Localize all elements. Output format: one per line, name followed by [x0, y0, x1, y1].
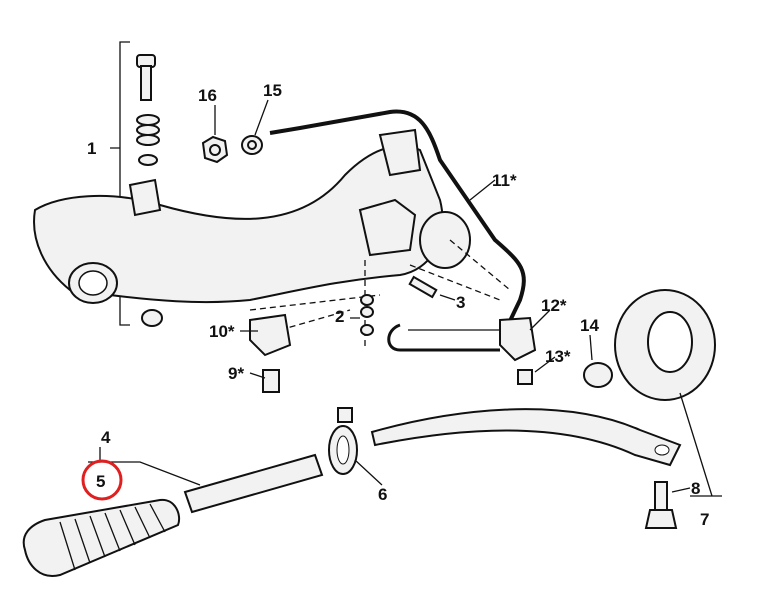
springs-2 — [360, 294, 374, 336]
label-4: 4 — [101, 428, 111, 447]
pin-3 — [408, 275, 438, 299]
label-10: 10* — [209, 322, 235, 341]
label-2: 2 — [335, 307, 344, 326]
label-15: 15 — [263, 81, 282, 100]
label-13: 13* — [545, 347, 571, 366]
highlight-circle — [81, 459, 123, 501]
throttle-cable — [269, 109, 526, 352]
label-7: 7 — [700, 510, 709, 529]
label-14: 14 — [580, 316, 599, 335]
label-16: 16 — [198, 86, 217, 105]
tiller-link — [370, 408, 682, 467]
screw-stack — [136, 54, 163, 327]
label-6: 6 — [378, 485, 387, 504]
screw-8 — [644, 481, 678, 529]
clip-12 — [499, 316, 537, 362]
control-arm — [33, 128, 471, 304]
label-9: 9* — [228, 364, 244, 383]
label-3: 3 — [456, 293, 465, 312]
knob-14 — [583, 362, 613, 388]
nut-15 — [241, 135, 263, 155]
rod-4 — [183, 453, 324, 514]
screw-9 — [262, 369, 280, 393]
label-1: 1 — [87, 139, 96, 158]
screw-13 — [517, 369, 533, 385]
label-8: 8 — [691, 479, 700, 498]
eye-bolt-6 — [328, 407, 358, 475]
leader-lines — [88, 99, 722, 497]
label-11: 11* — [492, 171, 517, 190]
clamp-10 — [249, 313, 292, 357]
bracket-1 — [110, 41, 130, 326]
ring-7 — [614, 289, 716, 401]
label-5: 5 — [96, 472, 105, 491]
label-12: 12* — [541, 296, 567, 315]
grip-5 — [22, 498, 180, 577]
nut-16 — [201, 135, 229, 164]
